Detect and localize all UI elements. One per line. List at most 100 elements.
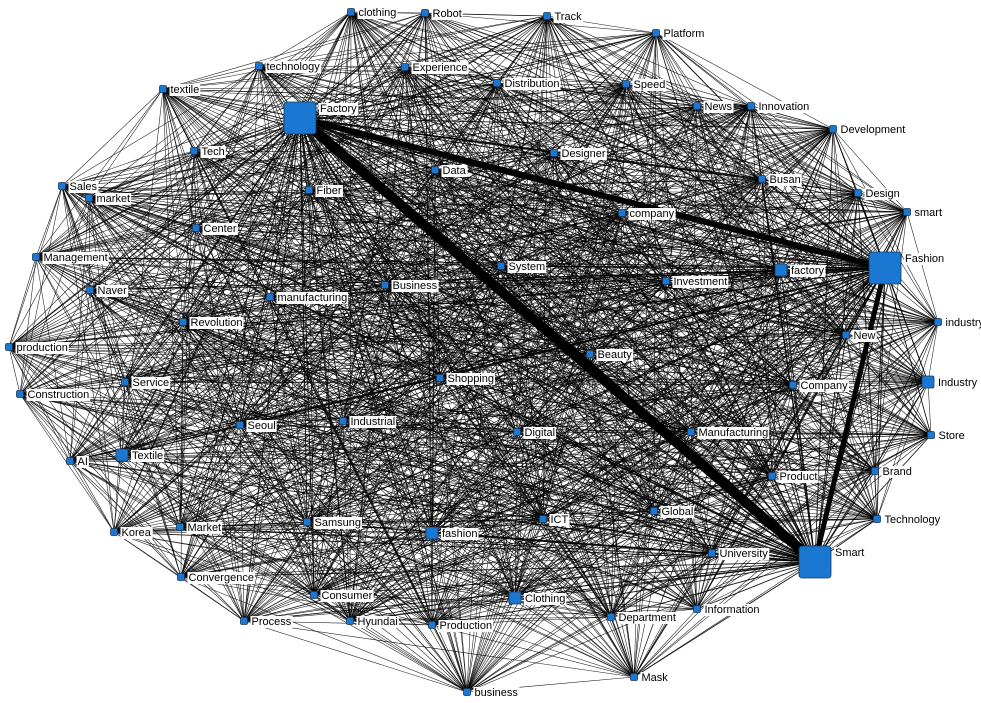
node-marker	[708, 549, 716, 557]
node-industry: industry	[934, 317, 981, 329]
edge	[124, 381, 241, 426]
edge	[243, 532, 433, 622]
node-marker	[305, 186, 313, 194]
edge	[8, 289, 91, 348]
edge	[404, 12, 426, 68]
node-marker	[86, 286, 94, 294]
edge	[299, 117, 655, 512]
node-marker	[622, 80, 630, 88]
edge	[845, 334, 929, 383]
node-marker	[66, 457, 74, 465]
node-marker	[347, 8, 355, 16]
node-label-background	[446, 373, 495, 385]
edge	[342, 377, 441, 422]
edge	[8, 346, 181, 528]
edge	[180, 321, 939, 578]
edge	[308, 189, 794, 386]
node-news: News	[693, 101, 734, 113]
node-label: Platform	[664, 28, 705, 40]
edge	[514, 431, 518, 599]
edge	[516, 431, 655, 512]
node-label: clothing	[359, 7, 397, 19]
edge	[431, 377, 441, 534]
node-label-background	[778, 471, 819, 483]
edge	[19, 185, 63, 395]
edge	[653, 384, 794, 512]
edge	[610, 105, 752, 618]
edge	[61, 185, 623, 214]
edge	[711, 128, 834, 554]
edge	[306, 521, 516, 599]
node-label: Smart	[835, 547, 864, 559]
edge	[431, 624, 468, 693]
edge	[313, 377, 441, 596]
edge	[439, 105, 752, 379]
node-label-background	[672, 276, 729, 288]
node-smart: Smart	[798, 545, 866, 579]
edge	[514, 518, 544, 599]
edge	[814, 334, 847, 563]
node-label: Track	[555, 11, 583, 23]
node-marker	[747, 102, 755, 110]
edge	[349, 552, 713, 622]
edge	[404, 66, 886, 269]
node-company: company	[618, 208, 676, 220]
edge	[546, 15, 794, 386]
edge	[195, 227, 816, 563]
edge	[431, 532, 713, 554]
edge	[180, 384, 794, 578]
node-marker	[303, 518, 311, 526]
edge	[350, 11, 908, 213]
edge	[69, 460, 433, 534]
edge	[546, 15, 698, 107]
node-technology: technology	[255, 61, 322, 73]
edge	[8, 296, 271, 348]
edge	[313, 192, 859, 596]
node-label: Process	[252, 616, 292, 628]
edge	[113, 321, 184, 533]
edge	[384, 284, 516, 599]
node-marker	[283, 101, 317, 135]
edge	[121, 454, 655, 512]
node-label-background	[839, 124, 907, 136]
edge	[514, 353, 591, 599]
node-label-background	[411, 62, 469, 74]
edge	[771, 384, 794, 477]
edge	[306, 521, 433, 626]
node-marker	[493, 79, 501, 87]
edge	[342, 280, 667, 422]
edge	[61, 105, 698, 187]
edge	[690, 321, 939, 433]
edge	[69, 381, 126, 462]
edge	[404, 32, 657, 68]
edge	[113, 531, 516, 599]
edge	[711, 434, 932, 554]
node-marker	[177, 573, 185, 581]
node-label: Company	[801, 380, 849, 392]
edge	[19, 12, 426, 395]
edge	[19, 393, 655, 512]
node-label: Korea	[122, 527, 152, 539]
node-marker	[758, 175, 766, 183]
edge	[696, 105, 816, 563]
node-label-background	[703, 604, 761, 616]
edge	[61, 185, 123, 456]
node-label-background	[852, 330, 877, 342]
edge	[182, 321, 847, 336]
edge	[299, 117, 929, 383]
edge	[88, 197, 655, 512]
edge	[516, 334, 847, 433]
edge	[179, 526, 351, 622]
edge	[162, 32, 657, 90]
node-marker	[798, 545, 832, 579]
edge	[19, 393, 544, 520]
edge	[88, 197, 886, 269]
edge	[243, 353, 591, 622]
node-label: Seoul	[248, 420, 276, 432]
edge	[121, 212, 623, 456]
edge	[162, 12, 426, 90]
edge	[761, 128, 834, 180]
node-marker	[159, 85, 167, 93]
edge	[306, 420, 344, 523]
node-label: Technology	[885, 514, 941, 526]
